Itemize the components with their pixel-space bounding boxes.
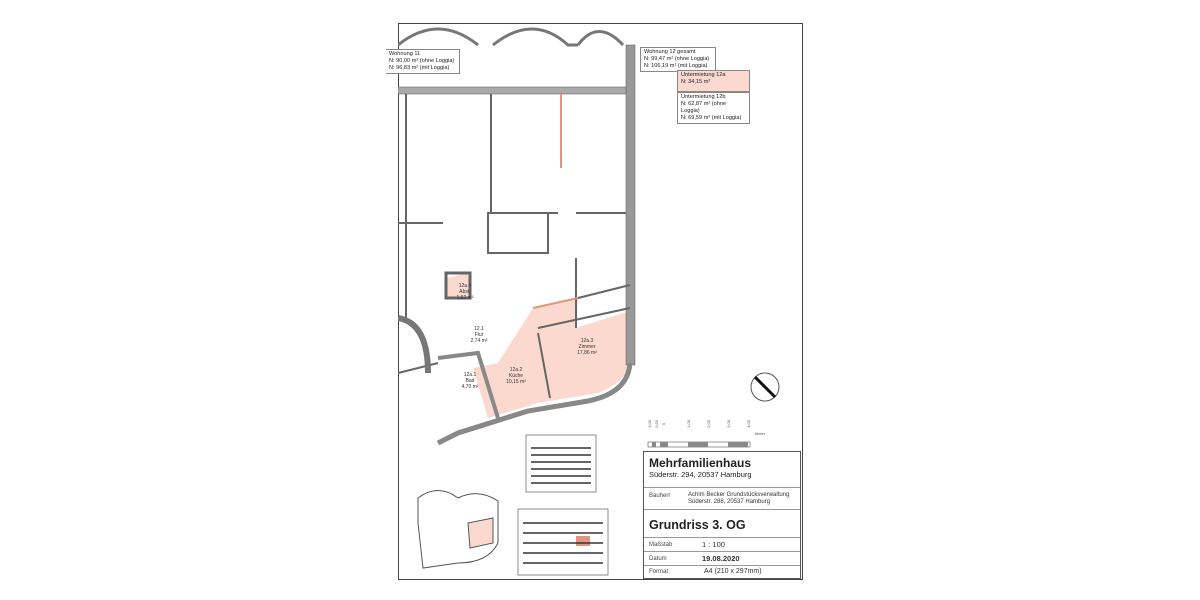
wohnung-12-area-2: N: 106,19 m² (mit Loggia) xyxy=(644,63,708,69)
scale-unit: Meter xyxy=(755,431,766,436)
scale-tick: 1,00 xyxy=(686,420,691,428)
wohnung-12-area-1: N: 99,47 m² (ohne Loggia) xyxy=(644,56,710,62)
scale-tick: 1,00 xyxy=(647,420,652,428)
scale-value: 1 : 100 xyxy=(702,540,725,549)
bay-window-arches xyxy=(398,27,625,47)
east-curved-wall xyxy=(436,362,633,446)
scale-tick: 4,00 xyxy=(746,420,751,428)
untermietung-12a-title: Untermietung 12a xyxy=(681,72,726,78)
wohnung-11-label: Wohnung 11 N: 90,00 m² (ohne Loggia) N: … xyxy=(386,49,460,74)
untermietung-12b-area-2: N: 69,59 m² (mit Loggia) xyxy=(681,115,742,121)
wohnung-12-title: Wohnung 12 gesamt xyxy=(644,49,696,55)
date-value: 19.08.2020 xyxy=(702,554,740,563)
facade-wall xyxy=(398,86,634,95)
interior-walls xyxy=(398,94,631,419)
scale-tick: 0,50 xyxy=(654,420,659,428)
title-block: Mehrfamilienhaus Süderstr. 294, 20537 Ha… xyxy=(643,451,801,579)
highlight-abst xyxy=(446,273,470,299)
project-address: Süderstr. 294, 20537 Hamburg xyxy=(649,470,752,479)
highlight-untermietung-12a xyxy=(473,278,630,418)
format-value: A4 (210 x 297mm) xyxy=(704,568,762,575)
wohnung-11-area-1: N: 90,00 m² (ohne Loggia) xyxy=(389,58,455,64)
untermietung-12a-label: Untermietung 12a N: 34,15 m² xyxy=(677,70,750,92)
east-wall xyxy=(625,44,636,366)
untermietung-12b-title: Untermietung 12b xyxy=(681,94,726,100)
wohnung-12-label: Wohnung 12 gesamt N: 99,47 m² (ohne Logg… xyxy=(640,47,716,72)
elevation-thumbnail-1 xyxy=(525,434,597,493)
scale-tick: 3,00 xyxy=(726,420,731,428)
untermietung-12b-label: Untermietung 12b N: 62,87 m² (ohne Loggi… xyxy=(677,92,750,124)
scale-tick: 0 xyxy=(661,423,666,426)
scale-label: Maßstab xyxy=(649,542,673,548)
scale-tick: 2,00 xyxy=(706,420,711,428)
project-title: Mehrfamilienhaus xyxy=(649,456,752,470)
client-label: Bauherr xyxy=(649,493,671,499)
client-name: Achim Becker Grundstücksverwaltung xyxy=(688,492,790,498)
key-plan-thumbnail xyxy=(417,490,499,569)
north-arrow-icon xyxy=(750,372,780,402)
untermietung-12b-area-1: N: 62,87 m² (ohne Loggia) xyxy=(681,101,727,114)
drawing-title: Grundriss 3. OG xyxy=(649,518,746,532)
staircase xyxy=(398,315,431,374)
wohnung-11-area-2: N: 96,83 m² (mit Loggia) xyxy=(389,65,450,71)
untermietung-12a-area: N: 34,15 m² xyxy=(681,79,711,85)
scale-bar xyxy=(647,441,751,448)
format-label: Format xyxy=(649,569,669,575)
floor-plan xyxy=(398,27,780,576)
wohnung-11-title: Wohnung 11 xyxy=(389,51,421,57)
client-address: Süderstr. 288, 20537 Hamburg xyxy=(688,499,771,505)
date-label: Datum xyxy=(649,556,667,562)
elevation-thumbnail-2 xyxy=(517,508,609,576)
